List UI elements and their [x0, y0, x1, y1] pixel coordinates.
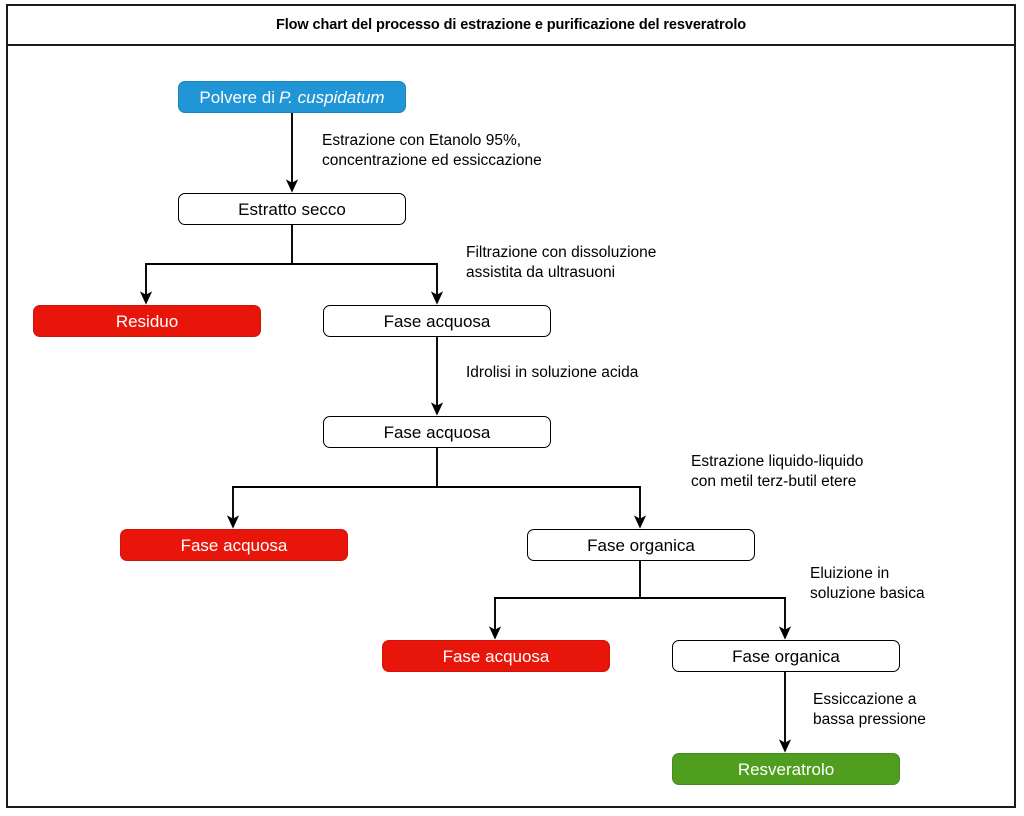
node-label: Residuo: [115, 311, 179, 331]
edge-label-estrazione-liquido-liquido: Estrazione liquido-liquido con metil ter…: [691, 453, 864, 491]
edge-label-filtrazione: Filtrazione con dissoluzione assistita d…: [466, 244, 657, 282]
node-estratto-secco[interactable]: Estratto secco: [178, 193, 406, 225]
edge-label-estrazione-etanolo: Estrazione con Etanolo 95%, concentrazio…: [322, 132, 542, 170]
node-label-prefix: Polvere di: [199, 87, 276, 107]
node-label: Resveratrolo: [737, 759, 835, 779]
title-bar: Flow chart del processo di estrazione e …: [8, 6, 1014, 46]
edge-label-eluizione: Eluizione in soluzione basica: [810, 565, 925, 603]
node-fase-organica-2[interactable]: Fase organica: [672, 640, 900, 672]
node-label: Fase acquosa: [383, 311, 491, 331]
node-label: Fase acquosa: [180, 535, 288, 555]
node-label: Fase organica: [732, 646, 840, 666]
node-label: Fase organica: [587, 535, 695, 555]
edge-label-idrolisi: Idrolisi in soluzione acida: [466, 364, 639, 381]
edge-label-essiccazione: Essiccazione a bassa pressione: [813, 691, 926, 729]
node-resveratrolo[interactable]: Resveratrolo: [672, 753, 900, 785]
node-polvere-di-p-cuspidatum[interactable]: Polvere di P. cuspidatum: [178, 81, 406, 113]
node-fase-acquosa-scarto-1[interactable]: Fase acquosa: [120, 529, 348, 561]
node-fase-acquosa-2[interactable]: Fase acquosa: [323, 416, 551, 448]
diagram-frame: Flow chart del processo di estrazione e …: [6, 4, 1016, 808]
node-fase-acquosa-1[interactable]: Fase acquosa: [323, 305, 551, 337]
node-fase-organica-1[interactable]: Fase organica: [527, 529, 755, 561]
node-label-italic: P. cuspidatum: [279, 87, 385, 107]
node-label: Fase acquosa: [383, 422, 491, 442]
node-label: Estratto secco: [238, 199, 346, 219]
node-label: Fase acquosa: [442, 646, 550, 666]
node-fase-acquosa-scarto-2[interactable]: Fase acquosa: [382, 640, 610, 672]
node-residuo[interactable]: Residuo: [33, 305, 261, 337]
page-title: Flow chart del processo di estrazione e …: [275, 17, 747, 33]
